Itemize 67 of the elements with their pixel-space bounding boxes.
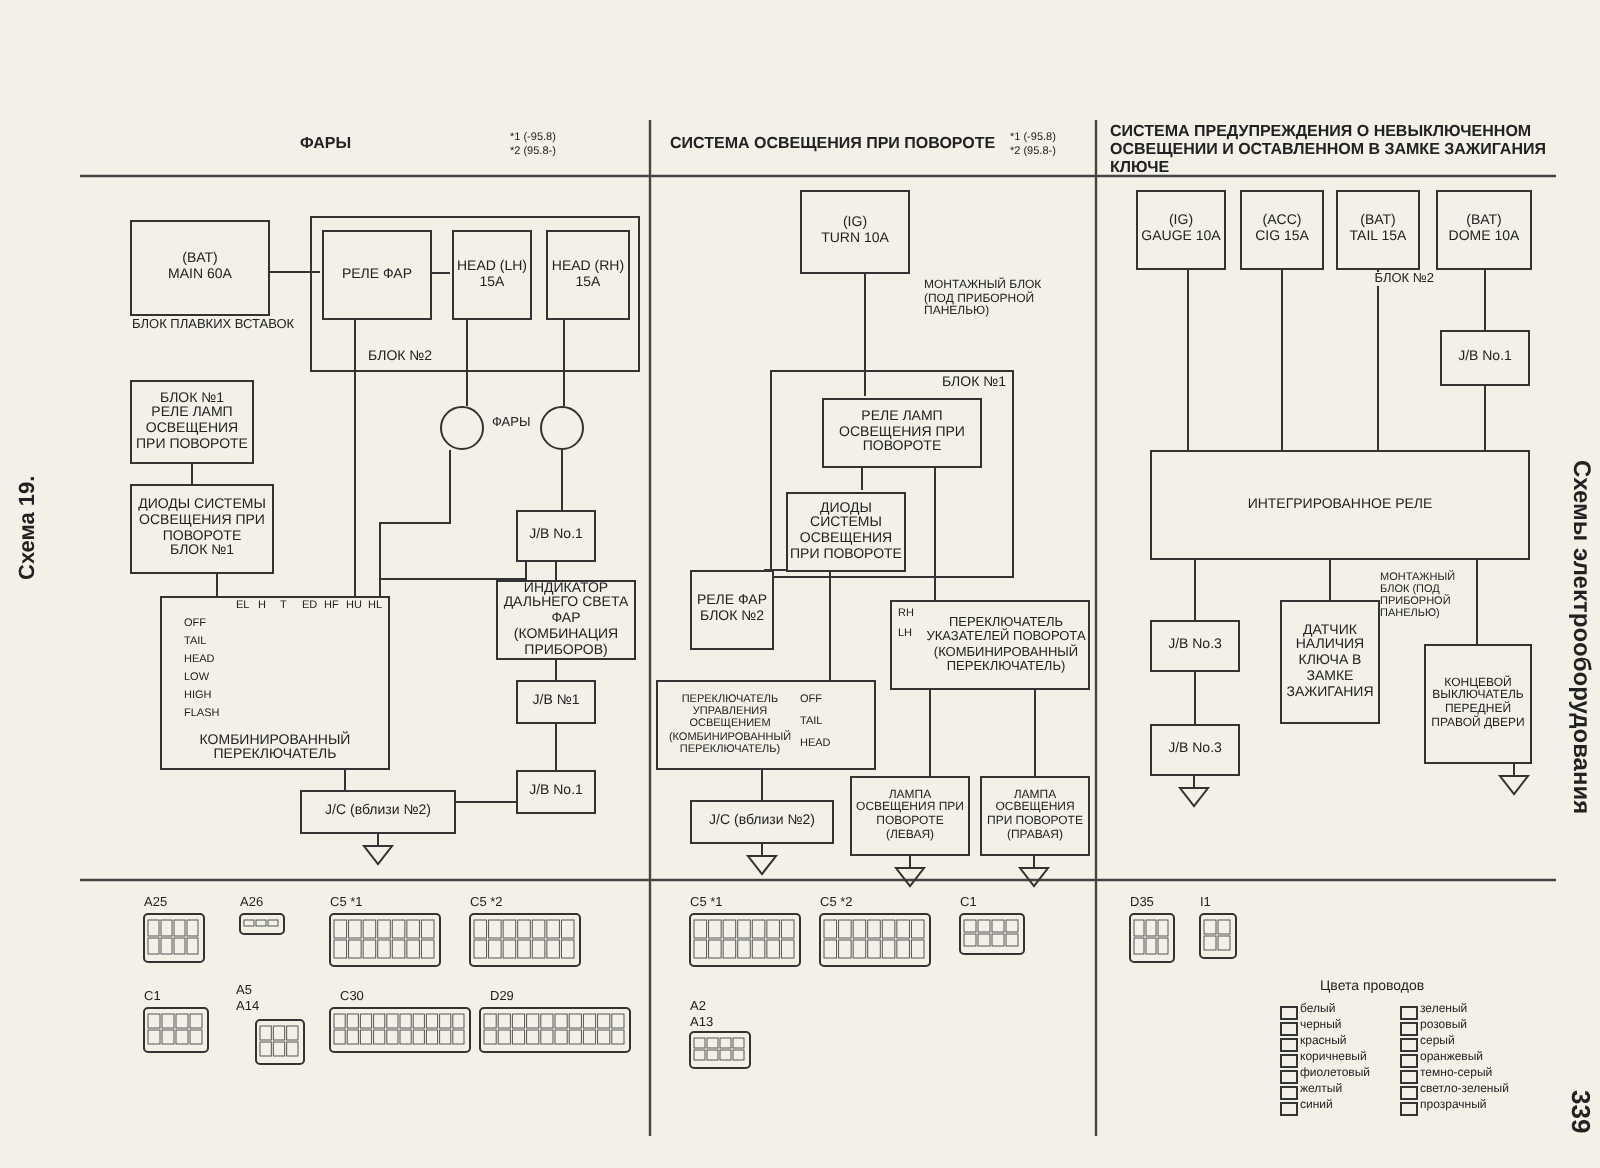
component-box [516,510,596,562]
wire [344,769,346,791]
component-box [1150,450,1530,560]
wire [929,689,931,777]
wire [1194,559,1196,621]
wire [1377,269,1379,451]
component-box [850,776,970,856]
side-heading: Схема 19. [16,475,41,580]
wire [864,273,866,397]
component-box [1280,600,1380,724]
component-box [690,800,834,844]
component-box [452,230,532,320]
component-box [1336,190,1420,270]
section-title: ФАРЫ [300,136,352,154]
wire [761,769,763,801]
component-box [1150,620,1240,672]
wire [455,801,517,803]
lamp-symbol [540,406,584,450]
wire [191,463,193,485]
page-number: 339 [1565,1090,1594,1134]
wire [269,271,321,273]
component-box [690,570,774,650]
wire [555,723,557,771]
component-box [130,380,254,464]
wire [861,465,863,491]
wire [829,569,831,681]
component-box [800,190,910,274]
component-box [890,600,1090,690]
component-box [980,776,1090,856]
wire [934,465,936,601]
wire [555,659,557,681]
component-box [1240,190,1324,270]
wire [379,561,527,597]
component-box [160,596,390,770]
section-title: СИСТЕМА ПРЕДУПРЕЖДЕНИЯ О НЕВЫКЛЮЧЕННОМ ОСВЕЩЕНИИ И ОСТАВЛЕННОМ В ЗАМКЕ ЗАЖИГАНИЯ КЛЮЧЕ [1110,124,1548,177]
block-outline [310,216,640,372]
wire [429,272,451,274]
wire [1329,559,1331,601]
wire [1484,385,1486,451]
component-box [822,398,982,468]
wire [1194,671,1196,725]
wire [563,317,565,407]
component-box [300,790,456,834]
component-box [1440,330,1530,386]
wire [354,317,356,597]
wire [555,561,557,581]
wire [1187,269,1189,451]
component-box [516,770,596,814]
lamp-symbol [440,406,484,450]
component-box [1150,724,1240,776]
wire [561,449,563,511]
block-outline [770,370,1014,578]
wire [466,317,468,407]
wire [1484,269,1486,331]
side-heading: Схемы электрооборудования [1567,460,1594,815]
wire [1476,559,1478,645]
section-title: СИСТЕМА ОСВЕЩЕНИЯ ПРИ ПОВОРОТЕ [670,136,996,154]
component-box [130,484,274,574]
component-box [322,230,432,320]
component-box [1424,644,1532,764]
component-box [516,680,596,724]
component-box [656,680,876,770]
wire [216,573,218,597]
wire [1034,689,1036,777]
wire [1281,269,1283,451]
component-box [1136,190,1226,270]
component-box [546,230,630,320]
